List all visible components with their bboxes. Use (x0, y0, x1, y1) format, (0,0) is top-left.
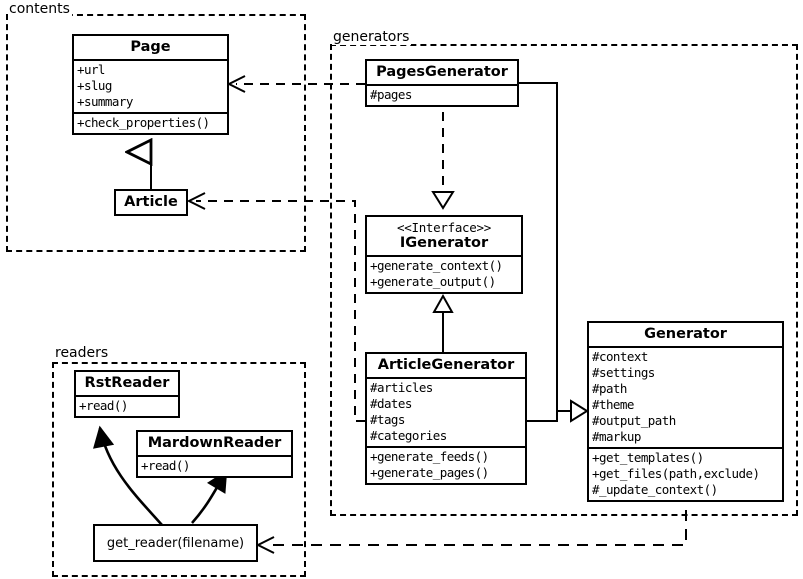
class-attribute: #settings (592, 365, 655, 380)
class-attribute: #theme (592, 397, 634, 412)
class-method: +get_templates() (592, 450, 704, 465)
class-box-pagesgenerator[interactable]: PagesGenerator #pages (365, 59, 519, 107)
class-name-igenerator: <<Interface>> IGenerator (367, 217, 521, 255)
class-box-mardownreader[interactable]: MardownReader +read() (136, 430, 293, 478)
package-label-generators: generators (332, 29, 412, 45)
package-frame-readers (52, 362, 306, 577)
class-method: #_update_context() (592, 482, 718, 497)
class-methods-rstreader: +read() (76, 395, 178, 416)
class-name-generator: Generator (644, 326, 727, 342)
class-method: +read() (141, 458, 190, 473)
class-attribute: #output_path (592, 413, 676, 428)
class-box-generator[interactable]: Generator #context #settings #path #them… (587, 321, 784, 502)
class-name-mardownreader: MardownReader (147, 435, 282, 451)
relationship-generator-to-get-reader (255, 510, 687, 554)
class-name-rstreader: RstReader (84, 375, 170, 391)
class-attribute: #articles (370, 380, 433, 395)
class-box-rstreader[interactable]: RstReader +read() (74, 370, 180, 418)
package-label-contents: contents (8, 1, 72, 17)
class-methods-igenerator: +generate_context() +generate_output() (367, 255, 521, 292)
class-attribute: #path (592, 381, 627, 396)
class-name-articlegenerator: ArticleGenerator (377, 357, 515, 373)
class-method: +check_properties() (77, 115, 210, 130)
class-attributes-pagesgenerator: #pages (367, 84, 517, 105)
class-box-igenerator[interactable]: <<Interface>> IGenerator +generate_conte… (365, 215, 523, 294)
class-method: +read() (79, 398, 128, 413)
class-attribute: #tags (370, 412, 405, 427)
class-name-article: Article (124, 194, 178, 210)
class-attributes-articlegenerator: #articles #dates #tags #categories (367, 377, 525, 446)
class-attribute: +url (77, 62, 105, 77)
class-methods-page: +check_properties() (74, 112, 227, 133)
package-frame-contents (6, 14, 306, 252)
class-method: +generate_output() (370, 274, 496, 289)
package-label-readers: readers (54, 345, 111, 361)
class-attributes-generator: #context #settings #path #theme #output_… (589, 346, 782, 447)
class-attribute: #pages (370, 87, 412, 102)
class-attribute: #categories (370, 428, 447, 443)
class-box-article[interactable]: Article (114, 189, 188, 216)
class-stereotype-igenerator: <<Interface>> (397, 220, 491, 235)
class-box-page[interactable]: Page +url +slug +summary +check_properti… (72, 34, 229, 135)
function-box-get-reader[interactable]: get_reader(filename) (93, 524, 258, 562)
class-method: +generate_feeds() (370, 449, 489, 464)
class-method: +generate_pages() (370, 465, 489, 480)
class-methods-articlegenerator: +generate_feeds() +generate_pages() (367, 446, 525, 483)
class-method: +generate_context() (370, 258, 503, 273)
class-box-articlegenerator[interactable]: ArticleGenerator #articles #dates #tags … (365, 352, 527, 485)
class-attributes-page: +url +slug +summary (74, 59, 227, 112)
class-attribute: +summary (77, 94, 133, 109)
class-name-pagesgenerator: PagesGenerator (376, 64, 508, 80)
class-method: +get_files(path,exclude) (592, 466, 760, 481)
class-attribute: +slug (77, 78, 112, 93)
class-methods-generator: +get_templates() +get_files(path,exclude… (589, 447, 782, 500)
function-label-get-reader: get_reader(filename) (106, 535, 245, 551)
class-name-page: Page (130, 39, 171, 55)
class-attribute: #dates (370, 396, 412, 411)
class-attribute: #context (592, 349, 648, 364)
class-attribute: #markup (592, 429, 641, 444)
class-name-text-igenerator: IGenerator (399, 235, 489, 251)
class-methods-mardownreader: +read() (138, 455, 291, 476)
